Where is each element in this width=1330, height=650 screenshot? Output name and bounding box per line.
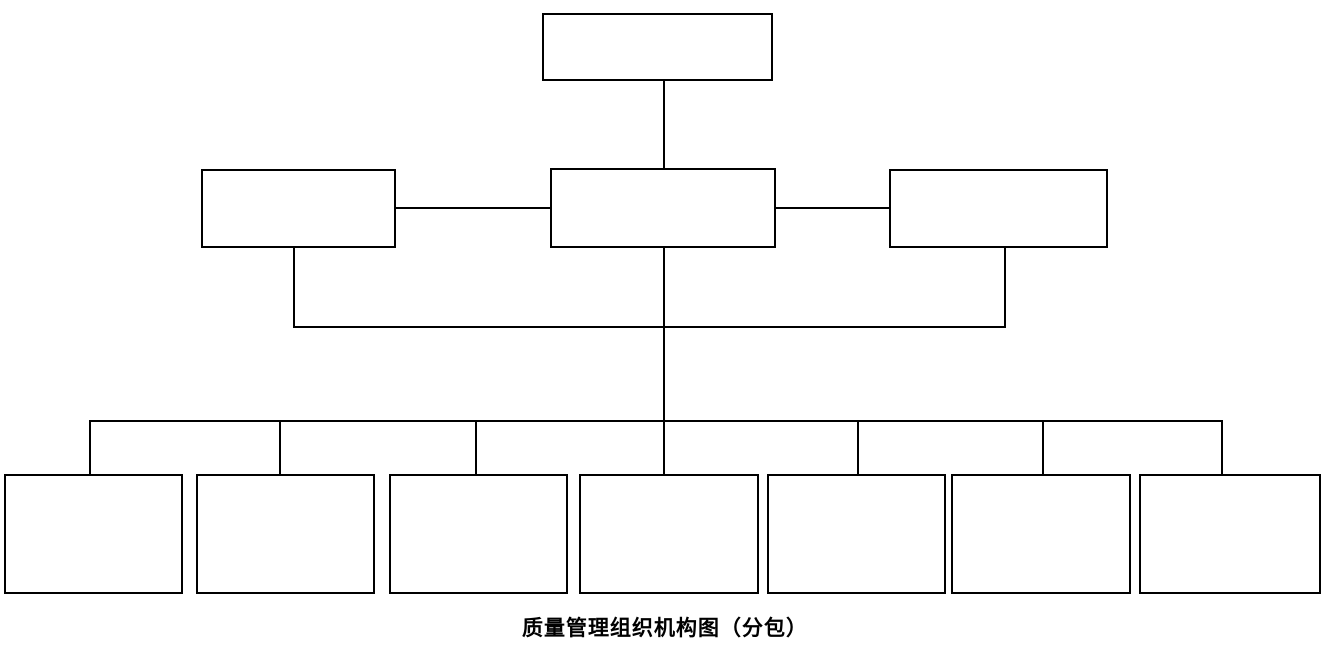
org-box-bottom-6[interactable] xyxy=(950,473,1132,595)
connector-layer xyxy=(88,80,1224,476)
org-box-center[interactable] xyxy=(549,167,777,249)
org-box-left[interactable] xyxy=(200,168,397,249)
org-box-bottom-1[interactable] xyxy=(3,473,184,595)
org-box-right[interactable] xyxy=(888,168,1109,249)
org-box-bottom-2[interactable] xyxy=(195,473,376,595)
level-1-group xyxy=(541,12,774,82)
level-2-group xyxy=(200,167,1109,249)
org-box-bottom-5[interactable] xyxy=(766,473,947,595)
level-3-group xyxy=(3,473,1322,595)
org-box-top[interactable] xyxy=(541,12,774,82)
org-box-bottom-3[interactable] xyxy=(388,473,569,595)
chart-caption: 质量管理组织机构图（分包） xyxy=(522,616,808,640)
org-box-bottom-4[interactable] xyxy=(578,473,760,595)
org-box-bottom-7[interactable] xyxy=(1138,473,1322,595)
